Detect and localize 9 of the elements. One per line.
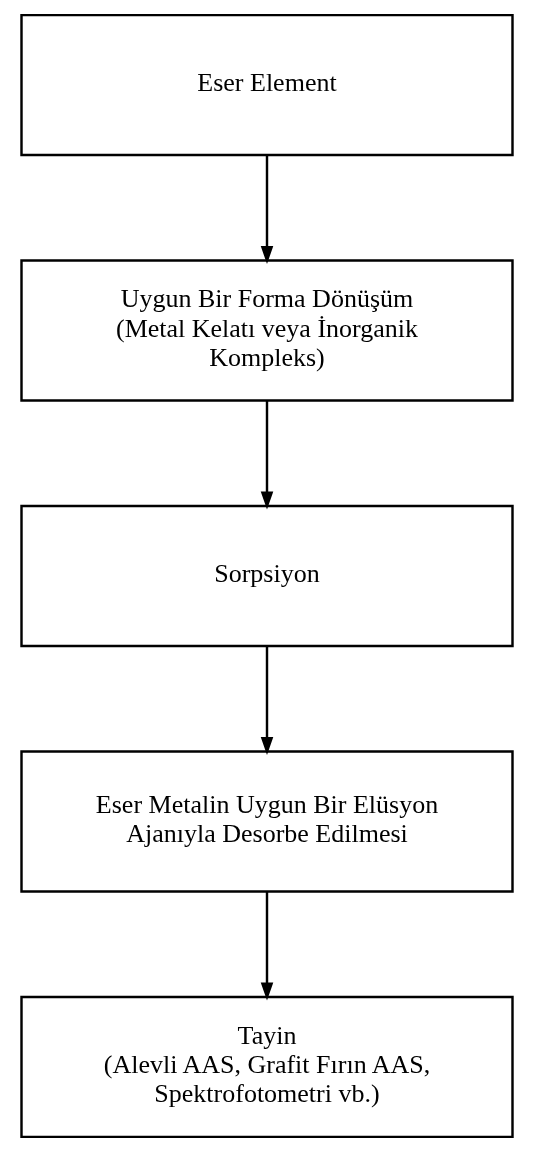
node-box: Eser Element: [20, 13, 514, 157]
arrow: [260, 400, 274, 510]
arrow: [260, 891, 274, 1001]
node-box: Eser Metalin Uygun Bir Elüsyon Ajanıyla Desorbe Edilmesi: [20, 750, 514, 893]
node-box: Uygun Bir Forma Dönüşüm (Metal Kelatı veya İnorganik Kompleks): [20, 259, 514, 402]
arrow: [260, 646, 274, 756]
node-box: Sorpsiyon: [20, 504, 514, 648]
node-box: Tayin (Alevli AAS, Grafit Fırın AAS, Spektrofotometri vb.): [20, 995, 514, 1139]
arrow: [260, 155, 274, 265]
